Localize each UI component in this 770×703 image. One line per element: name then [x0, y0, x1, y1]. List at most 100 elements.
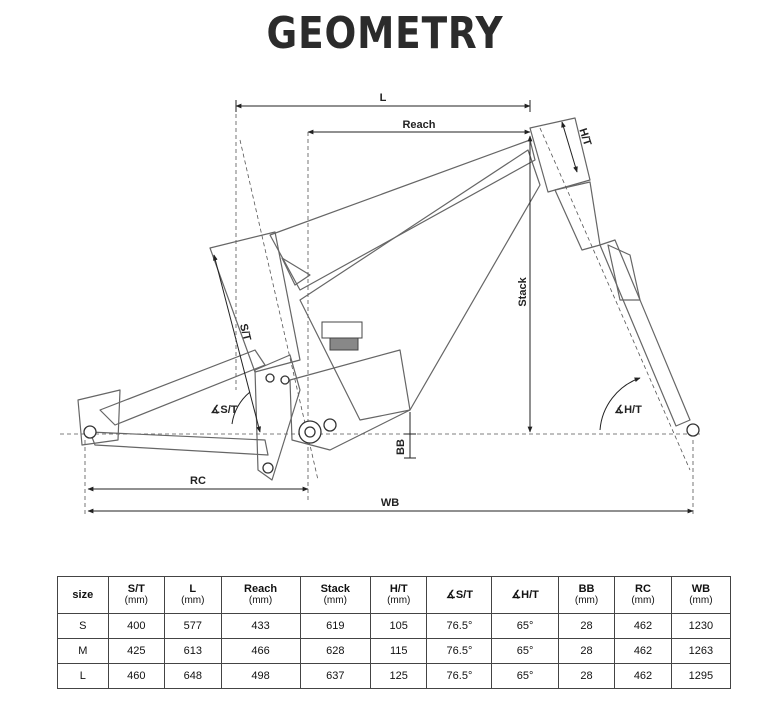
table-header-unit: (mm) — [689, 595, 713, 606]
table-cell: 637 — [299, 663, 372, 689]
table-cell: 28 — [557, 613, 616, 639]
table-cell: 462 — [614, 613, 672, 639]
table-header-cell: BB(mm) — [557, 576, 616, 614]
table-header-label: size — [72, 589, 94, 601]
table-header-unit: (mm) — [387, 595, 411, 606]
table-cell: 425 — [107, 638, 166, 664]
bike-frame — [77, 117, 691, 481]
table-cell: 460 — [107, 663, 166, 689]
length-label: L — [380, 92, 387, 104]
rear-shock — [321, 321, 363, 351]
table-cell: 462 — [614, 638, 672, 664]
bb-drop-label: BB — [395, 439, 407, 455]
table-header-unit: (mm) — [323, 595, 347, 606]
table-cell: S — [57, 613, 109, 639]
dimension-lines — [87, 100, 694, 514]
link-pivot-upper — [265, 373, 275, 383]
stack-label: Stack — [517, 276, 529, 306]
reference-lines — [60, 100, 700, 515]
table-header-unit: (mm) — [181, 595, 205, 606]
page-title: GEOMETRY — [266, 8, 504, 59]
table-cell: 28 — [557, 663, 616, 689]
down-tube — [299, 149, 541, 421]
table-cell: 1263 — [670, 638, 732, 664]
pivot-points — [83, 373, 700, 474]
top-tube — [269, 139, 536, 291]
table-cell: M — [57, 638, 109, 664]
table-cell: L — [57, 663, 109, 689]
link-pivot-lower — [262, 462, 274, 474]
seat-stay — [99, 349, 266, 426]
motor-pivot — [323, 418, 337, 432]
fork-crown — [554, 181, 601, 251]
motor-housing — [289, 349, 411, 451]
table-cell: 76.5° — [426, 613, 493, 639]
table-header-cell: Stack(mm) — [299, 576, 372, 614]
table-cell: 1230 — [670, 613, 732, 639]
geometry-diagram: L Reach H/T Stack S/T ∡S/T ∡H/T BB RC WB — [60, 92, 700, 515]
table-header-cell: L(mm) — [164, 576, 222, 614]
table-header-label: BB — [578, 583, 595, 595]
table-cell: 105 — [369, 613, 428, 639]
table-cell: 125 — [369, 663, 428, 689]
front-axle — [686, 423, 700, 437]
head-angle-label: ∡H/T — [614, 404, 642, 416]
seat-tube-dimension — [213, 254, 261, 433]
table-cell: 65° — [491, 638, 559, 664]
head-angle-arc — [599, 377, 641, 431]
table-header-cell: Reach(mm) — [220, 576, 301, 614]
table-cell: 613 — [164, 638, 222, 664]
head-tube-axis — [539, 127, 691, 471]
table-cell: 76.5° — [426, 638, 493, 664]
table-cell: 466 — [220, 638, 301, 664]
table-cell: 28 — [557, 638, 616, 664]
table-cell: 115 — [369, 638, 428, 664]
table-header-label: H/T — [389, 583, 408, 595]
table-cell: 462 — [614, 663, 672, 689]
wheelbase-label: WB — [381, 497, 399, 509]
table-cell: 65° — [491, 663, 559, 689]
rear-center-label: RC — [190, 475, 206, 487]
seat-angle-arc — [231, 391, 251, 425]
link-pivot-mid — [280, 375, 290, 385]
head-tube-label: H/T — [576, 127, 593, 148]
table-header-cell: size — [57, 576, 109, 614]
table-cell: 65° — [491, 613, 559, 639]
table-header-cell: ∡S/T — [426, 576, 493, 614]
table-cell: 498 — [220, 663, 301, 689]
table-header-cell: WB(mm) — [670, 576, 732, 614]
chain-stay — [89, 431, 269, 456]
head-tube-dimension — [561, 121, 578, 173]
table-header-label: RC — [635, 583, 651, 595]
table-header-unit: (mm) — [124, 595, 148, 606]
table-cell: 577 — [164, 613, 222, 639]
table-header-label: WB — [691, 583, 711, 595]
bottom-bracket-center — [304, 426, 316, 438]
rear-axle — [83, 425, 97, 439]
table-header-label: ∡S/T — [445, 589, 473, 601]
table-header-unit: (mm) — [631, 595, 655, 606]
fork-brace — [607, 244, 641, 301]
frame-gusset — [281, 257, 311, 286]
table-cell: 628 — [299, 638, 372, 664]
table-header-label: L — [189, 583, 197, 595]
table-header-cell: ∡H/T — [491, 576, 559, 614]
rocker-link — [254, 354, 301, 481]
table-header-cell: H/T(mm) — [369, 576, 428, 614]
table-header-cell: RC(mm) — [614, 576, 672, 614]
table-cell: 648 — [164, 663, 222, 689]
table-cell: 1295 — [670, 663, 732, 689]
table-header-label: ∡H/T — [511, 589, 539, 601]
table-header-label: S/T — [127, 583, 145, 595]
table-header-unit: (mm) — [248, 595, 273, 606]
seat-angle-label: ∡S/T — [211, 404, 238, 416]
table-cell: 400 — [107, 613, 166, 639]
table-cell: 76.5° — [426, 663, 493, 689]
head-tube — [529, 117, 591, 193]
table-header-unit: (mm) — [574, 595, 599, 606]
